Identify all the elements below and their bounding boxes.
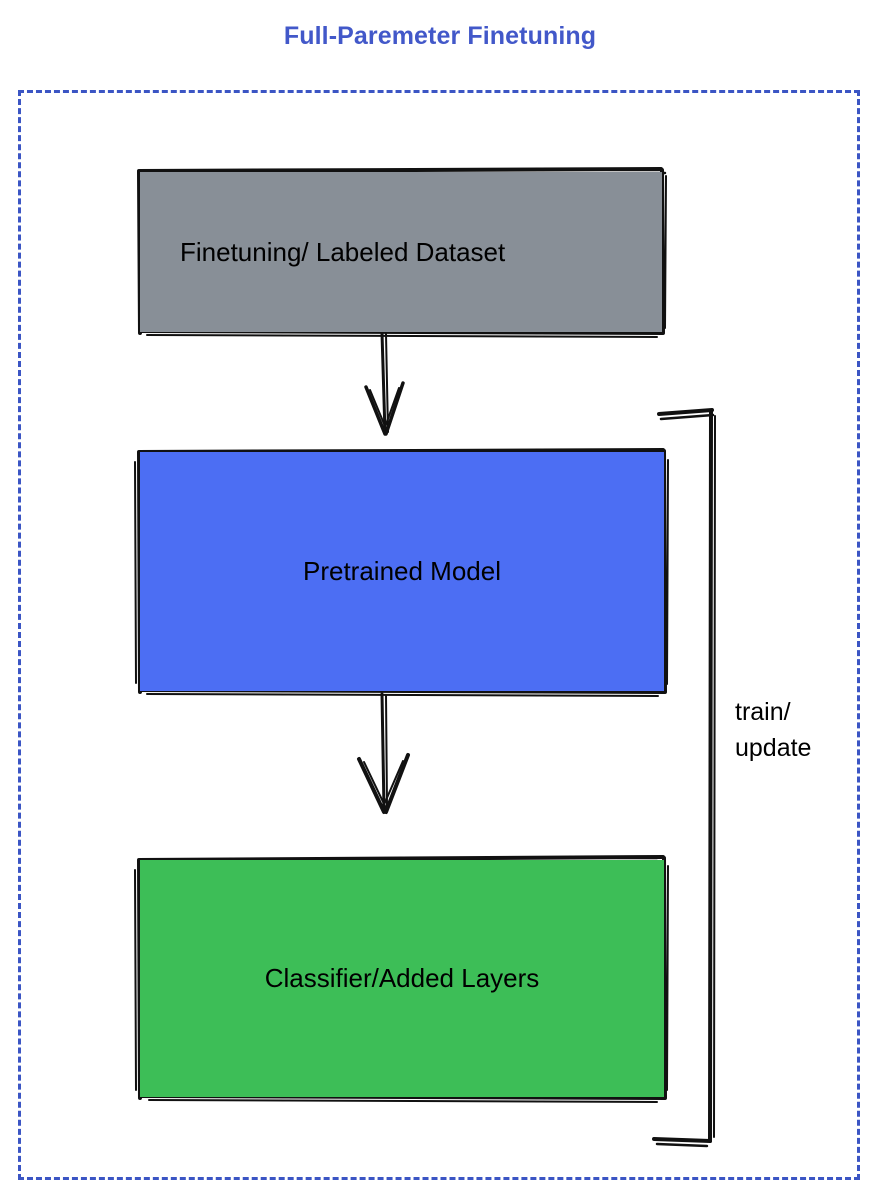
- node-classifier[interactable]: Classifier/Added Layers: [140, 860, 664, 1097]
- diagram-title: Full-Paremeter Finetuning: [283, 22, 597, 50]
- edge-label-line-2: update: [735, 734, 812, 762]
- edge-label-line-1: train/: [735, 698, 791, 726]
- edge-label-train-update: train/ update: [735, 694, 855, 766]
- diagram-dashed-frame: [18, 90, 860, 1180]
- feedback-loop-path: [652, 408, 716, 1148]
- arrow-dataset-to-pretrained: [364, 331, 405, 436]
- node-dataset[interactable]: Finetuning/ Labeled Dataset: [140, 172, 662, 332]
- arrow-pretrained-to-classifier: [357, 692, 410, 814]
- node-dataset-label: Finetuning/ Labeled Dataset: [180, 236, 506, 267]
- node-classifier-label: Classifier/Added Layers: [264, 963, 540, 993]
- node-pretrained-label: Pretrained Model: [303, 556, 501, 586]
- node-pretrained[interactable]: Pretrained Model: [140, 452, 664, 691]
